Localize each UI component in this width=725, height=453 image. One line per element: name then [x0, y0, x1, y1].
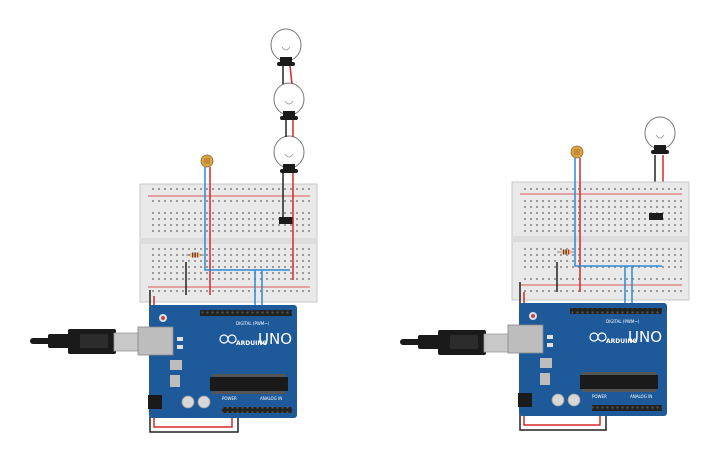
lightbulb-icon[interactable]	[273, 82, 305, 120]
breadboard-right	[511, 181, 690, 301]
analog-label: ANALOG IN	[260, 396, 282, 401]
photoresistor-icon[interactable]	[570, 145, 584, 159]
arduino-uno-board-left[interactable]: DIGITAL (PWM~) ARDUINO UNO POWER ANALOG …	[137, 305, 297, 418]
resistor-icon[interactable]	[557, 249, 575, 255]
wire-blue[interactable]	[574, 256, 662, 267]
lightbulb-icon[interactable]	[644, 116, 676, 154]
arduino-brand-label: ARDUINO	[606, 338, 637, 345]
analog-label: ANALOG IN	[630, 394, 652, 399]
model-label: UNO	[258, 330, 292, 348]
bulb-chain-left	[270, 28, 305, 173]
circuit-right: DIGITAL (PWM~) ARDUINO UNO POWER ANALOG …	[400, 116, 690, 431]
transistor-icon[interactable]	[649, 213, 663, 220]
usb-cable-icon	[400, 330, 509, 355]
power-label: POWER	[592, 394, 607, 399]
digital-label: DIGITAL (PWM~)	[236, 321, 270, 326]
usb-cable-icon	[30, 329, 139, 354]
transistor-icon[interactable]	[279, 217, 293, 224]
photoresistor-icon[interactable]	[200, 154, 214, 168]
digital-label: DIGITAL (PWM~)	[606, 319, 640, 324]
arduino-logo-icon	[219, 334, 237, 344]
arduino-brand-label: ARDUINO	[236, 340, 267, 347]
wire-red[interactable]	[289, 65, 293, 85]
resistor-icon[interactable]	[186, 252, 204, 258]
lightbulb-icon[interactable]	[273, 135, 305, 173]
arduino-uno-board-right[interactable]: DIGITAL (PWM~) ARDUINO UNO POWER ANALOG …	[507, 303, 667, 416]
lightbulb-icon[interactable]	[270, 28, 302, 66]
breadboard-left	[139, 183, 318, 303]
circuit-left: DIGITAL (PWM~) ARDUINO UNO POWER ANALOG …	[30, 28, 318, 433]
model-label: UNO	[628, 328, 662, 346]
power-label: POWER	[222, 396, 237, 401]
arduino-logo-icon	[589, 332, 607, 342]
